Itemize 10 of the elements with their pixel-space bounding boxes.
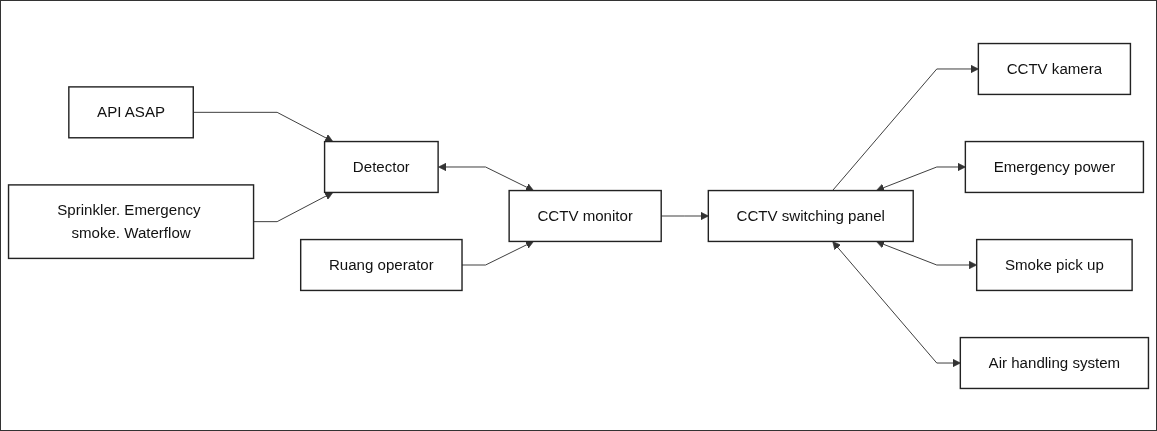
node-box: CCTV switching panel xyxy=(707,189,914,242)
node-box: Smoke pick up xyxy=(975,238,1133,291)
node-box: API ASAP xyxy=(68,85,194,138)
node-box: Emergency power xyxy=(964,140,1145,193)
node-box: Air handling system xyxy=(959,336,1150,389)
node-box: Ruang operator xyxy=(300,238,463,291)
node-box: CCTV kamera xyxy=(977,42,1132,95)
node-box: Detector xyxy=(323,140,439,193)
node-box: Sprinkler. Emergency smoke. Waterflow xyxy=(7,183,255,259)
node-box: CCTV monitor xyxy=(508,189,662,242)
